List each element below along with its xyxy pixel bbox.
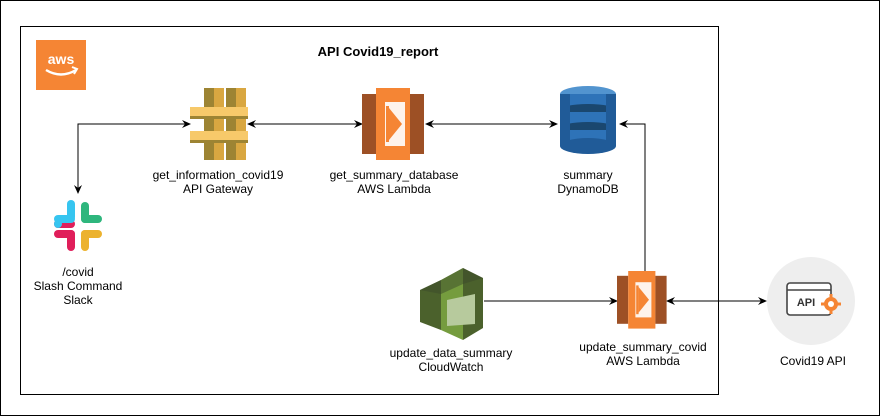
covid-api-label: Covid19 API: [780, 354, 846, 368]
api-gateway-label-line: API Gateway: [182, 182, 254, 196]
update-lambda-label: update_summary_covid AWS Lambda: [579, 340, 706, 368]
api-gateway-label: get_information_covid19 API Gateway: [153, 168, 284, 196]
edge-update-lambda-dynamodb: [619, 120, 646, 271]
dynamodb-label-line: DynamoDB: [557, 182, 619, 196]
api-gateway-icon: [190, 88, 248, 160]
get-lambda-label-line: AWS Lambda: [357, 182, 431, 196]
slack-label-line: /covid: [62, 265, 94, 279]
aws-logo-icon: aws: [36, 40, 86, 90]
svg-text:API: API: [797, 297, 815, 309]
covid-api-label-line: Covid19 API: [779, 354, 847, 368]
cloudwatch-label: update_data_summary CloudWatch: [390, 346, 513, 374]
update-lambda-label-line: AWS Lambda: [606, 354, 680, 368]
slack-label: /covid Slash Command Slack: [34, 265, 123, 307]
update-lambda-label-line: update_summary_covid: [579, 340, 707, 354]
dynamodb-label: summary DynamoDB: [557, 168, 618, 196]
edge-slack-api-gateway: [74, 120, 191, 194]
dynamodb-icon: [560, 86, 616, 154]
slack-icon: [54, 200, 102, 251]
connectors: [74, 120, 767, 305]
lambda-icon: [617, 271, 667, 329]
get-lambda-label-line: get_summary_database: [329, 168, 459, 182]
api-gear-icon: API: [767, 257, 855, 345]
get-lambda-label: get_summary_database AWS Lambda: [330, 168, 459, 196]
lambda-icon: [362, 88, 424, 160]
api-gateway-label-line: get_information_covid19: [152, 168, 284, 182]
cloudwatch-label-line: update_data_summary: [389, 346, 513, 360]
cloudwatch-icon: [420, 268, 483, 340]
svg-text:aws: aws: [48, 51, 75, 67]
slack-label-line: Slack: [63, 293, 93, 307]
slack-label-line: Slash Command: [33, 279, 123, 293]
aws-group-boundary: [20, 26, 719, 395]
dynamodb-label-line: summary: [563, 168, 613, 182]
cloudwatch-label-line: CloudWatch: [418, 360, 484, 374]
diagram-title: API Covid19_report: [317, 44, 439, 59]
